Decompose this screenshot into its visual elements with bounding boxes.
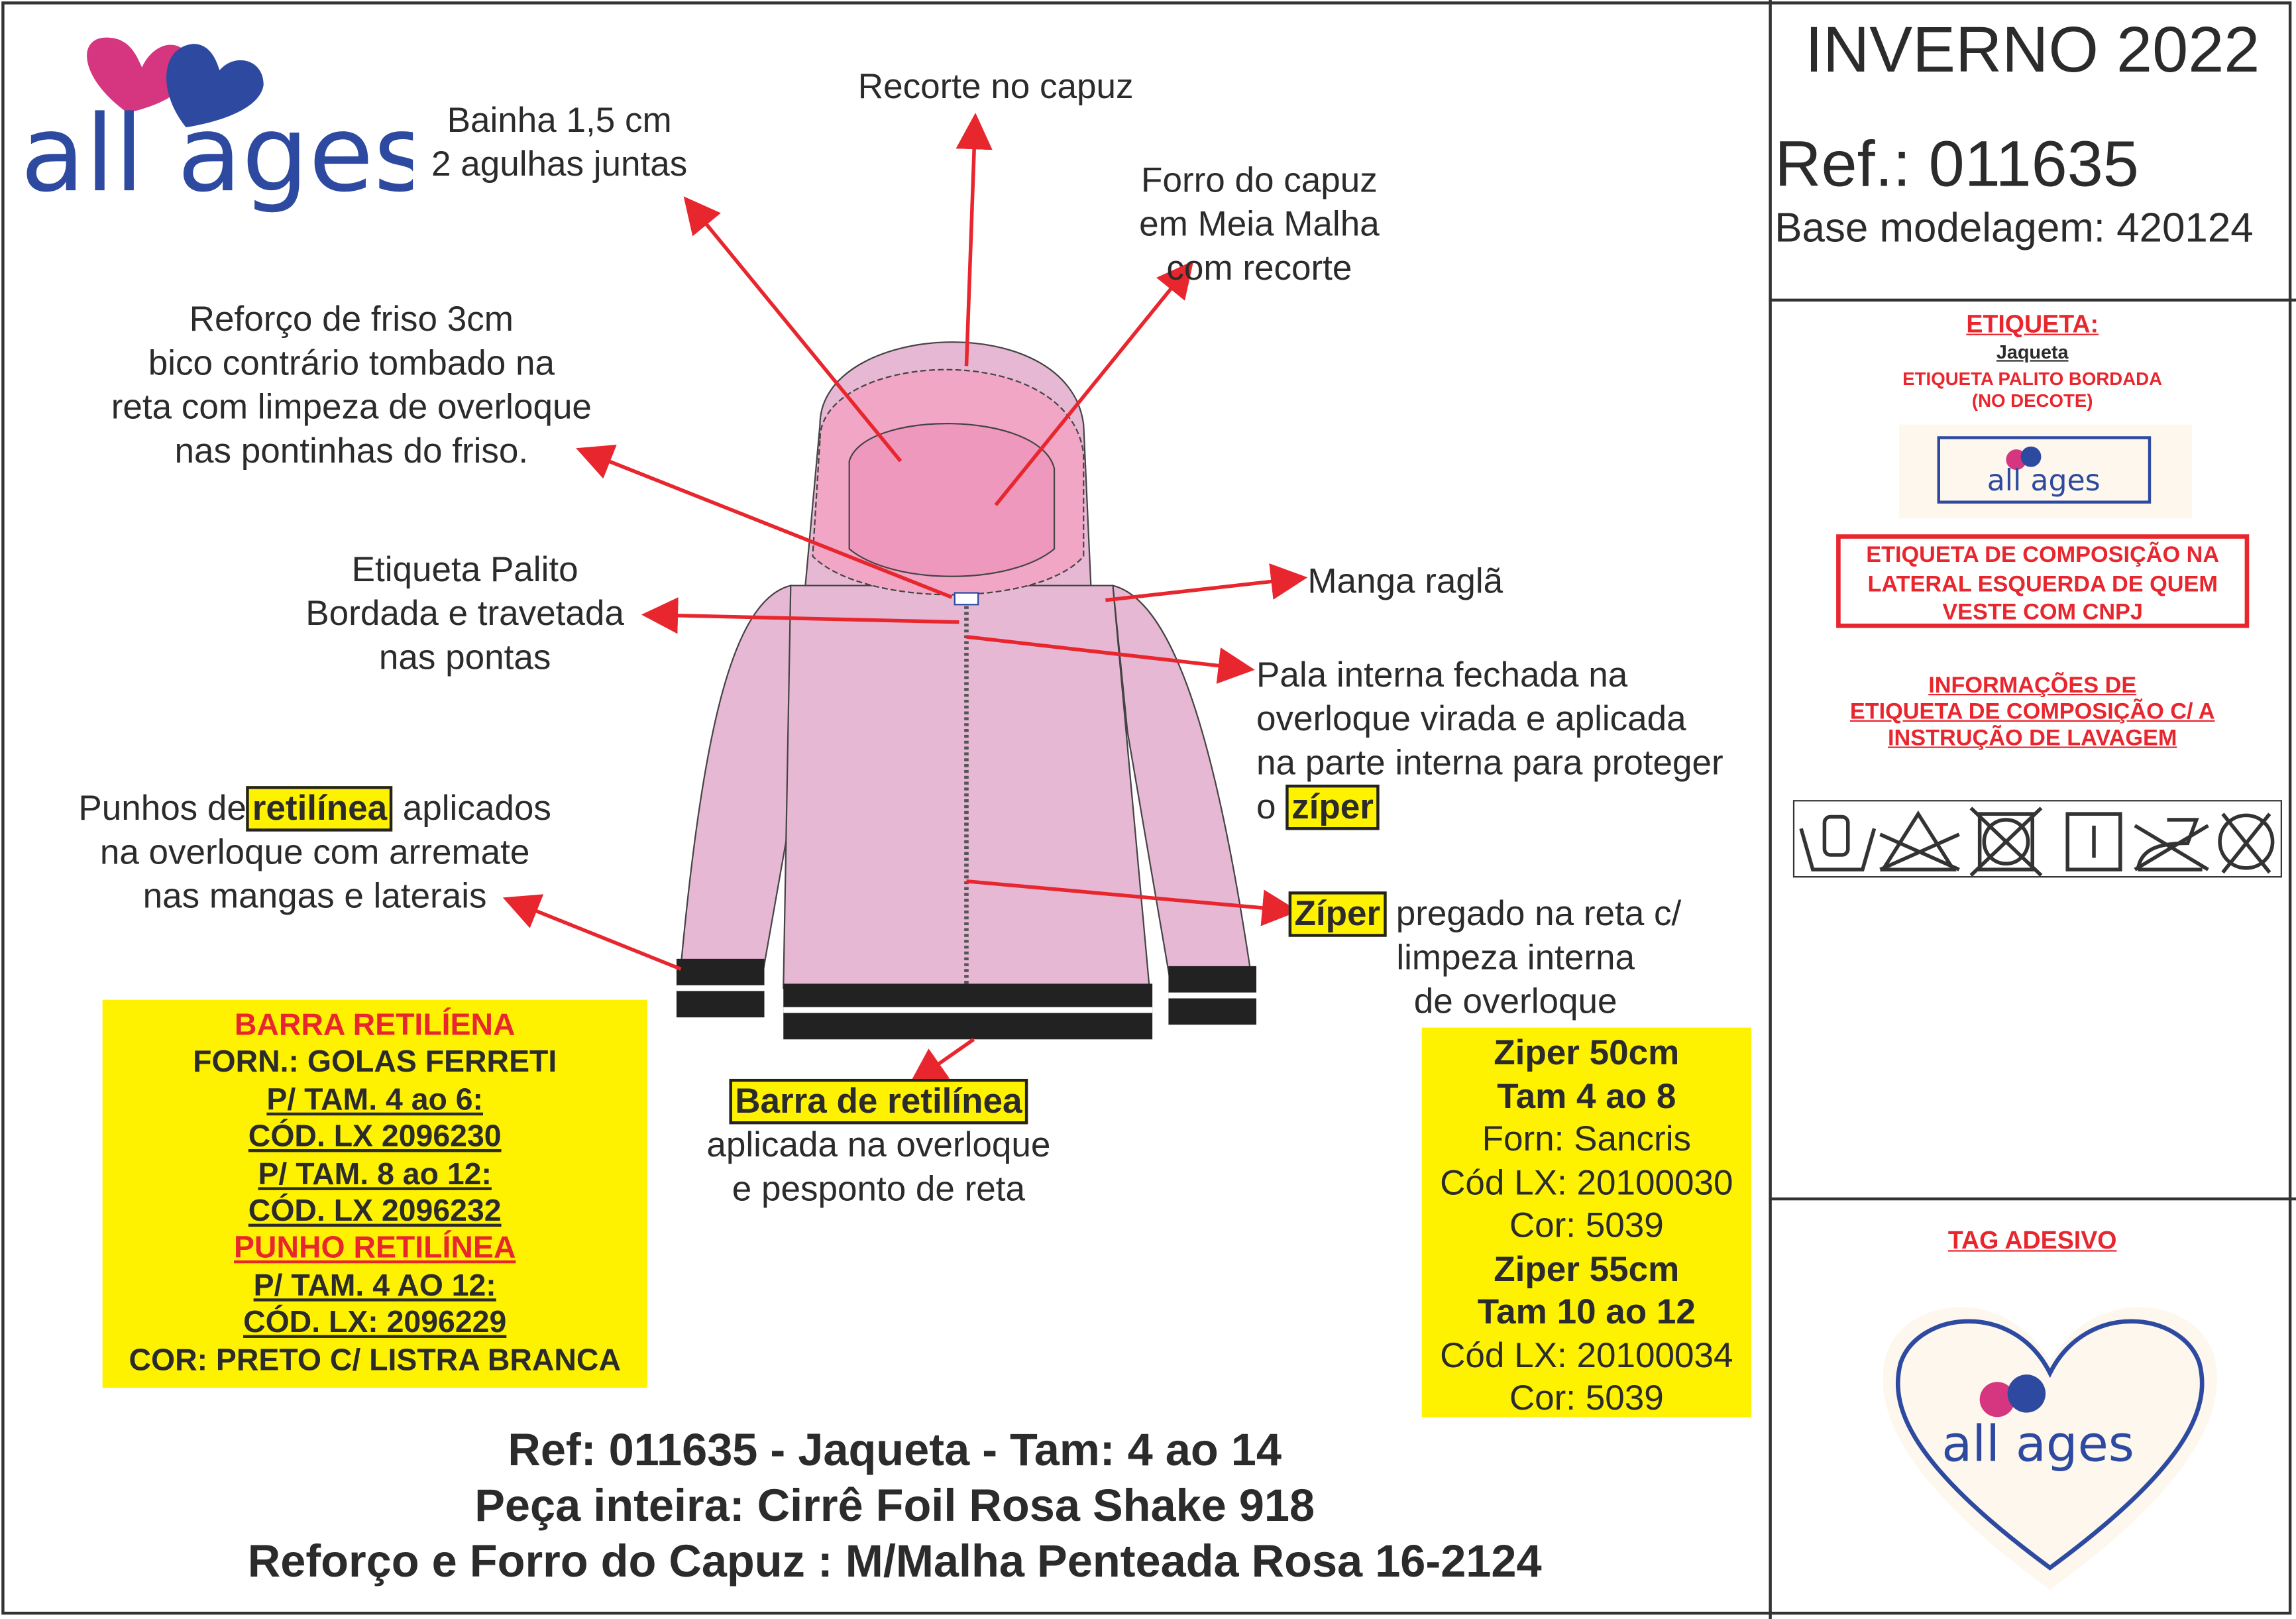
no-dry-clean-icon bbox=[2218, 812, 2275, 874]
divider bbox=[1769, 0, 1772, 1619]
etiqueta-title: ETIQUETA: bbox=[1966, 310, 2099, 339]
care-symbols bbox=[1792, 800, 2282, 878]
line-dry-icon bbox=[2065, 812, 2122, 871]
etiqueta-garment: Jaqueta bbox=[1996, 341, 2069, 363]
brand-logo-small: all ages bbox=[1987, 446, 2101, 498]
barra-spec-box: BARRA RETILÍENA FORN.: GOLAS FERRETI P/ … bbox=[102, 999, 647, 1388]
tag-title: TAG ADESIVO bbox=[1947, 1227, 2117, 1255]
label-sample: all ages bbox=[1899, 424, 2193, 518]
base-model: Base modelagem: 420124 bbox=[1775, 205, 2254, 251]
jacket-drawing bbox=[676, 341, 1257, 1040]
ziper-spec-box: Ziper 50cm Tam 4 ao 8 Forn: Sancris Cód … bbox=[1421, 1027, 1751, 1418]
svg-text:all ages: all ages bbox=[1987, 464, 2101, 498]
svg-text:all ages: all ages bbox=[21, 92, 413, 215]
label-border bbox=[1937, 436, 2152, 504]
no-bleach-icon bbox=[1879, 810, 1960, 871]
annotation-manga: Manga raglã bbox=[1307, 562, 1503, 602]
etiqueta-palito-info: ETIQUETA PALITO BORDADA(NO DECOTE) bbox=[1902, 368, 2163, 412]
annotation-recorte: Recorte no capuz bbox=[857, 67, 1134, 107]
divider bbox=[1769, 298, 2296, 302]
annotation-arrows bbox=[502, 113, 1308, 1085]
heart-tag: all ages bbox=[1883, 1307, 2217, 1590]
season-title: INVERNO 2022 bbox=[1805, 15, 2260, 87]
svg-text:all ages: all ages bbox=[1941, 1414, 2134, 1473]
brand-logo: all ages bbox=[21, 37, 413, 215]
hand-wash-icon bbox=[1799, 814, 1877, 871]
reference: Ref.: 011635 bbox=[1775, 129, 2139, 201]
no-iron-icon bbox=[2134, 818, 2209, 871]
no-tumble-dry-icon bbox=[1969, 807, 2043, 877]
divider bbox=[1769, 1197, 2296, 1201]
